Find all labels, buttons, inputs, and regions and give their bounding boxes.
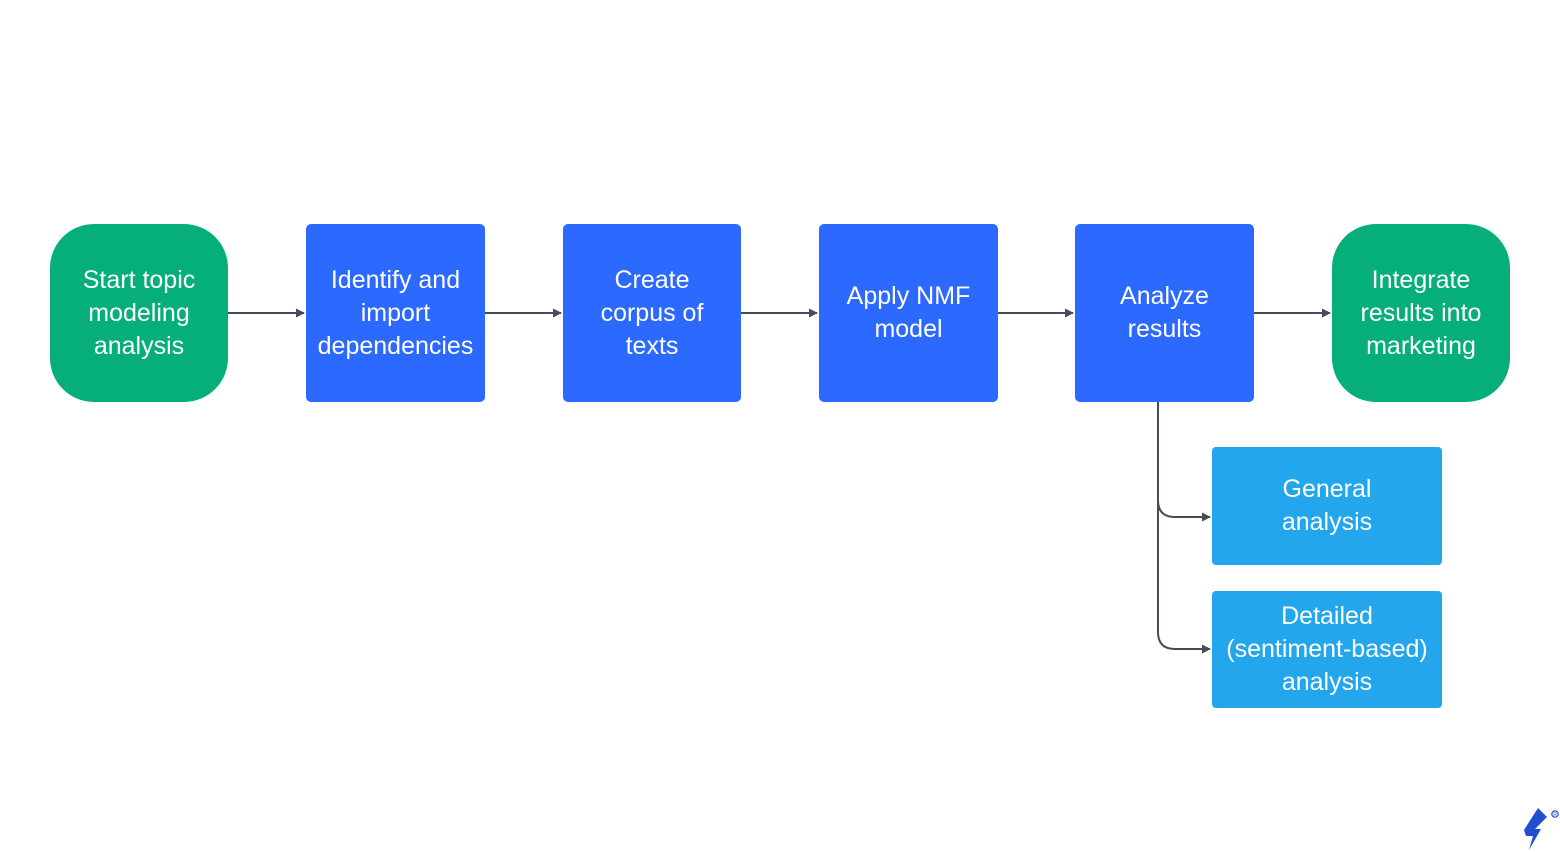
general-analysis-node: General analysis xyxy=(1212,447,1442,565)
edge-analyze-detailed xyxy=(1157,500,1211,654)
general-analysis-label: General analysis xyxy=(1281,475,1373,536)
integrate-node-label: Integrate results into marketing xyxy=(1360,265,1482,360)
apply-nmf-node: Apply NMF model xyxy=(819,224,998,402)
analyze-results-label: Analyze results xyxy=(1120,282,1209,343)
toptal-logo-icon: R xyxy=(1524,808,1559,850)
edge-analyze-general xyxy=(1157,402,1211,522)
analyze-results-node: Analyze results xyxy=(1075,224,1254,402)
svg-text:R: R xyxy=(1553,812,1557,818)
detailed-analysis-node: Detailed (sentiment-based) analysis xyxy=(1212,591,1442,708)
integrate-node: Integrate results into marketing xyxy=(1332,224,1510,402)
identify-dependencies-label: Identify and import dependencies xyxy=(317,265,474,360)
identify-dependencies-node: Identify and import dependencies xyxy=(306,224,485,402)
start-node: Start topic modeling analysis xyxy=(50,224,228,402)
start-node-label: Start topic modeling analysis xyxy=(82,265,196,360)
detailed-analysis-label: Detailed (sentiment-based) analysis xyxy=(1226,602,1428,696)
create-corpus-label: Create corpus of texts xyxy=(600,265,704,360)
apply-nmf-label: Apply NMF model xyxy=(846,282,971,343)
create-corpus-node: Create corpus of texts xyxy=(563,224,741,402)
